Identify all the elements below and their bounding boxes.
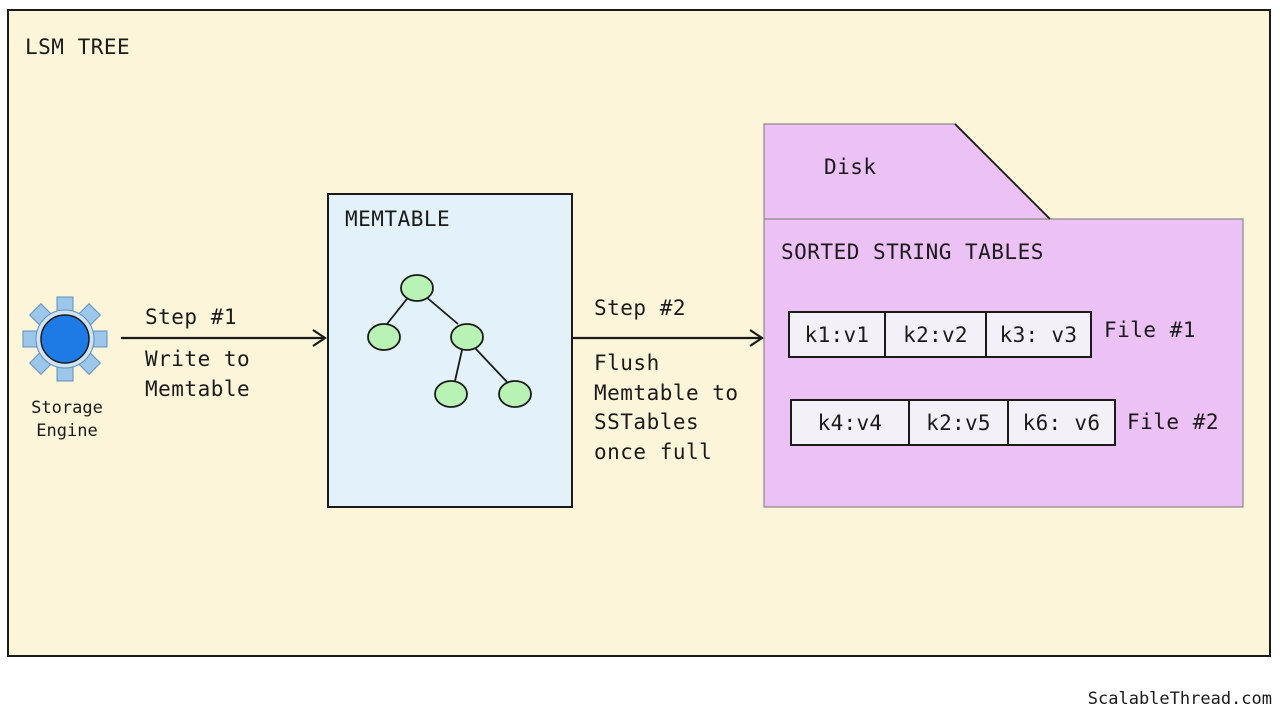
file-2-label: File #2 [1127,410,1220,434]
sstable-entry: k6: v6 [1007,401,1114,444]
storage-engine-label-line2: Engine [36,421,98,441]
step-2-description: Flush Memtable to SSTables once full [594,351,739,464]
storage-engine-label: Storage Engine [22,397,112,443]
memtable-title: MEMTABLE [345,207,451,231]
sstable-entry: k4:v4 [817,410,883,435]
sstable-entry: k3: v3 [985,313,1090,356]
sstable-entry: k2:v5 [908,401,1007,444]
step-2-title: Step #2 [594,296,687,320]
sstables-title: SORTED STRING TABLES [781,240,1044,264]
sstable-entry: k1:v1 [804,322,870,347]
file-1-label: File #1 [1104,318,1197,342]
step-1-description: Write to Memtable [145,347,251,401]
step-1-title: Step #1 [145,305,238,329]
watermark: ScalableThread.com [1087,689,1272,709]
disk-label: Disk [824,155,877,179]
sstable-file-2: k4:v4 k2:v5 k6: v6 [790,399,1116,446]
diagram-title: LSM TREE [25,35,131,59]
sstable-entry: k2:v2 [884,313,985,356]
sstable-file-1: k1:v1 k2:v2 k3: v3 [788,311,1092,358]
storage-engine-label-line1: Storage [31,398,103,418]
memtable-box [327,193,573,508]
